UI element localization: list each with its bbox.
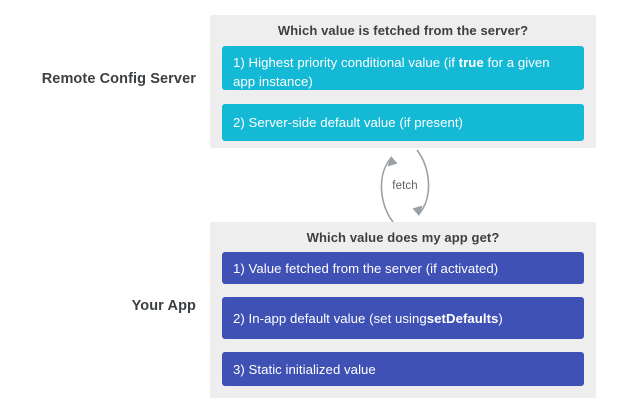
value-chip-server-1: 1) Highest priority conditional value (i… xyxy=(222,46,584,90)
fetch-arc-upward xyxy=(380,157,394,223)
row-label-your-app: Your App xyxy=(131,298,196,314)
value-chip-app-1: 1) Value fetched from the server (if act… xyxy=(222,252,584,284)
value-chip-app-2-suffix: ) xyxy=(498,310,503,326)
fetch-arc-downward xyxy=(416,149,430,215)
value-chip-app-2-emphasis: setDefaults xyxy=(426,310,499,326)
value-chip-app-2-prefix: 2) In-app default value (set using xyxy=(233,310,427,326)
value-chip-app-1-text: 1) Value fetched from the server (if act… xyxy=(233,260,499,276)
value-chip-app-3: 3) Static initialized value xyxy=(222,352,584,386)
fetch-label: fetch xyxy=(392,180,418,192)
value-chip-server-1-suffix: for a given app instance) xyxy=(233,55,550,89)
fetch-arrowhead-down-icon xyxy=(412,205,423,216)
fetch-connector xyxy=(380,149,430,223)
value-chip-server-1-emphasis: true xyxy=(458,55,484,70)
panel-remote-config-server: Which value is fetched from the server? … xyxy=(210,15,596,148)
row-label-remote-config-server: Remote Config Server xyxy=(41,71,196,87)
panel-your-app: Which value does my app get? 1) Value fe… xyxy=(210,222,596,398)
value-chip-server-2-text: 2) Server-side default value (if present… xyxy=(233,115,464,130)
panel-title-app: Which value does my app get? xyxy=(306,230,500,245)
value-chip-app-2: 2) In-app default value (set using setDe… xyxy=(222,297,584,339)
value-chip-app-3-text: 3) Static initialized value xyxy=(233,361,376,377)
fetch-arrowhead-up-icon xyxy=(387,156,398,167)
value-chip-server-2: 2) Server-side default value (if present… xyxy=(222,104,584,141)
value-chip-server-1-prefix: 1) Highest priority conditional value (i… xyxy=(233,55,459,70)
panel-title-server: Which value is fetched from the server? xyxy=(277,23,529,38)
